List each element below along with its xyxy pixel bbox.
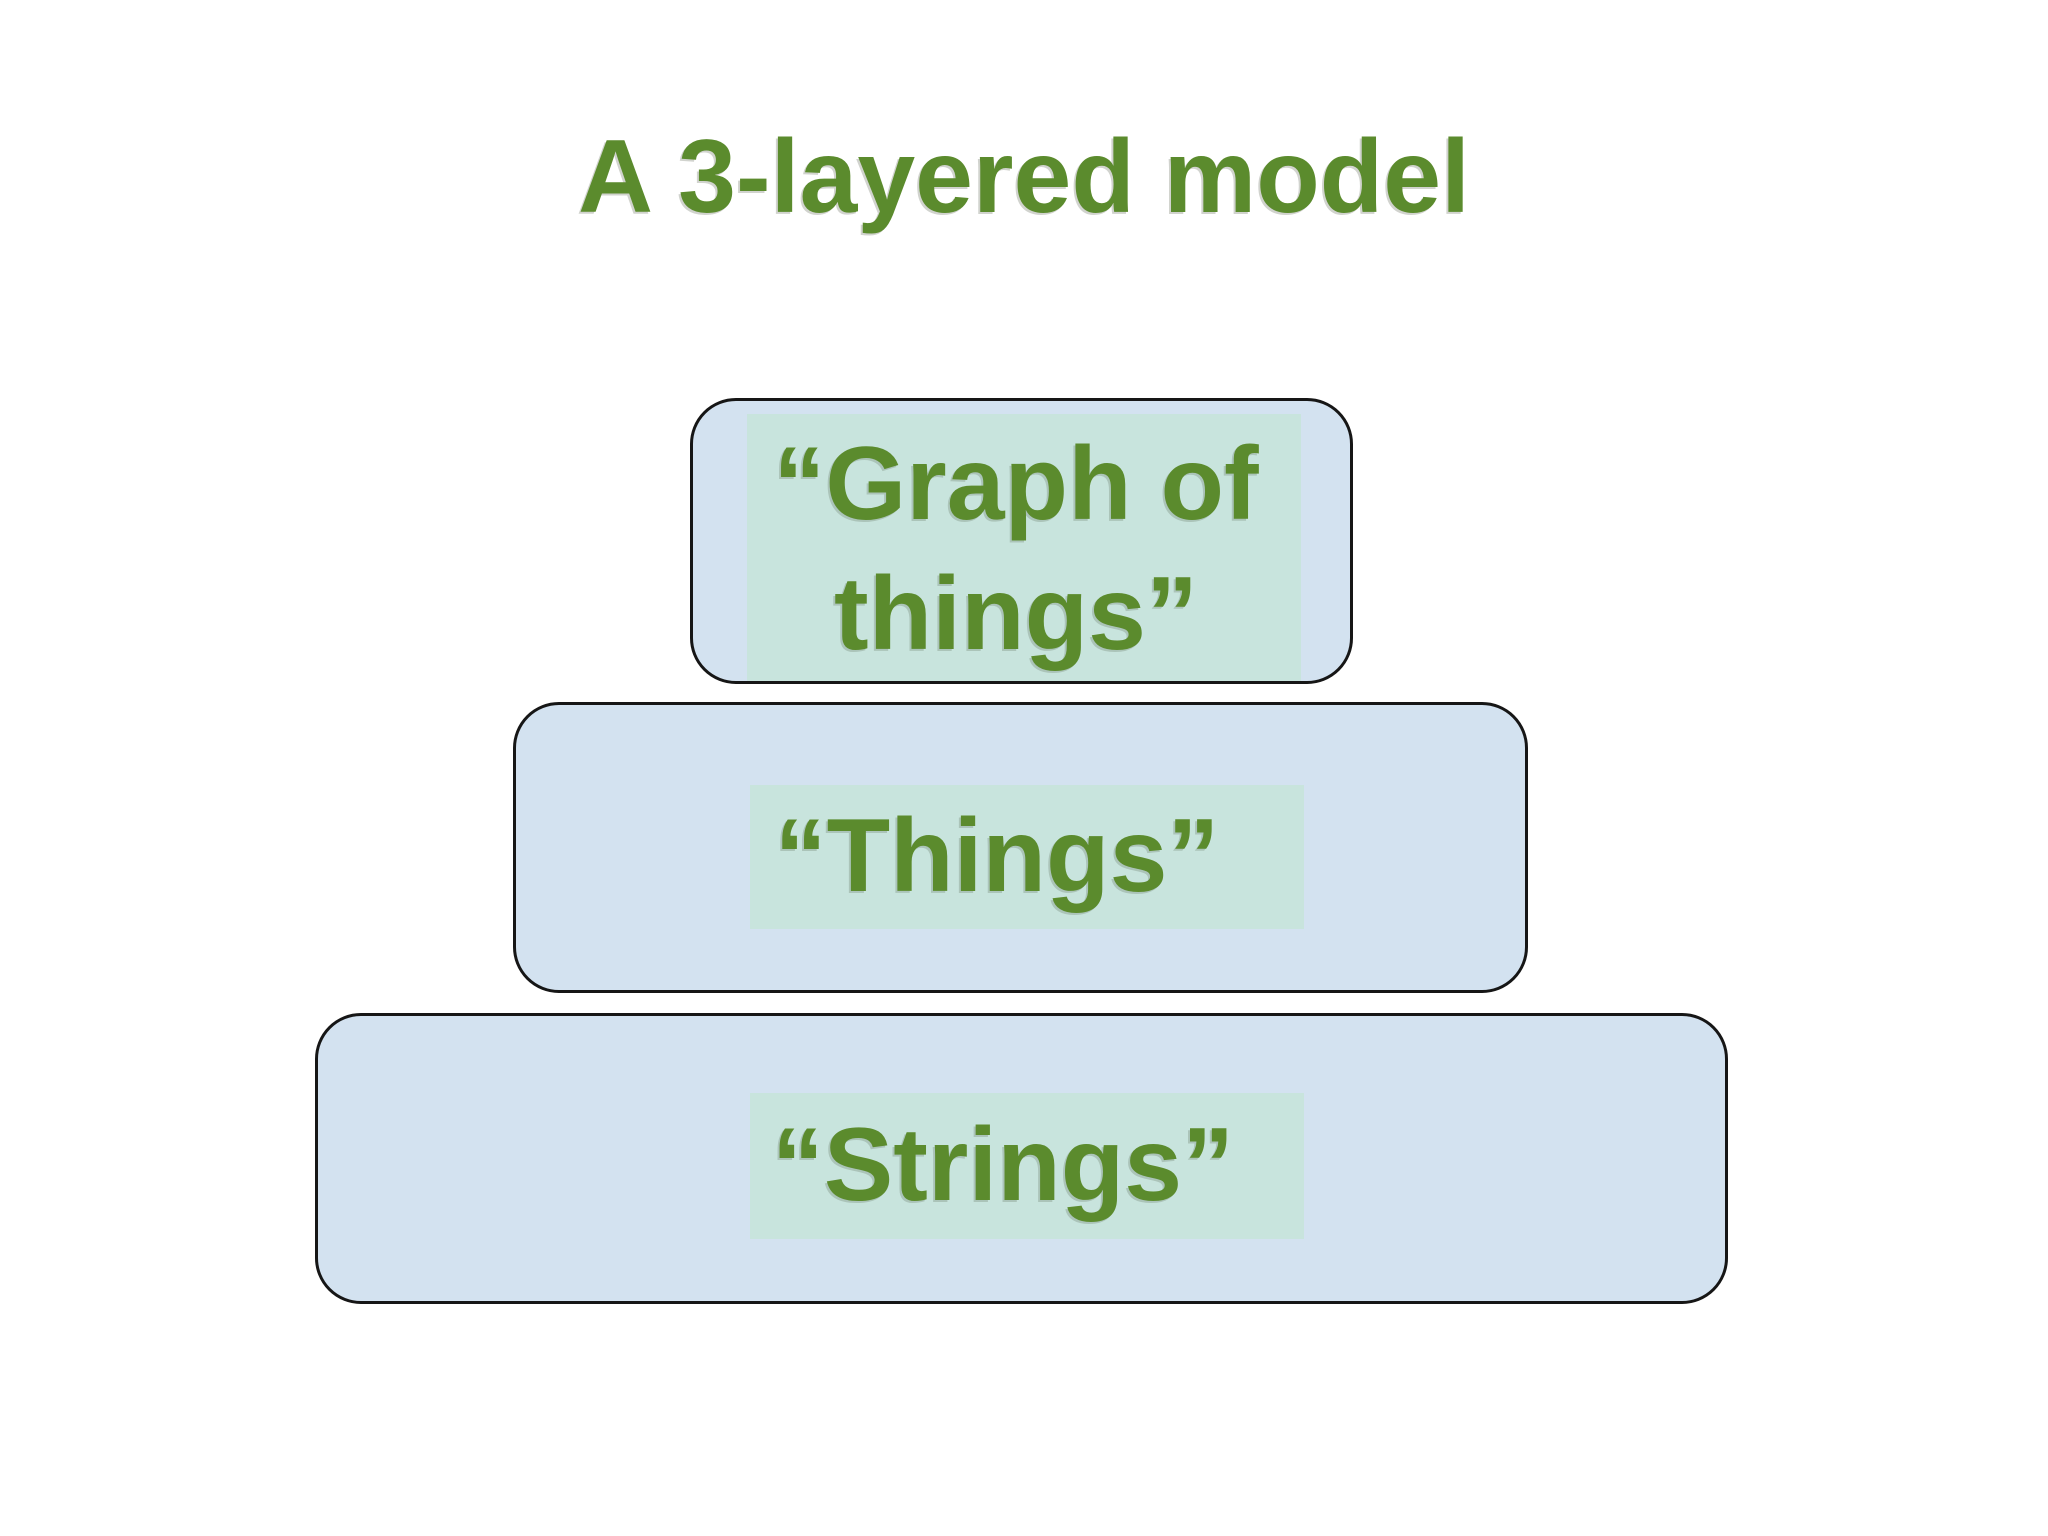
layer-label-line: things” xyxy=(834,555,1198,672)
layer-highlight-things: “Things” xyxy=(750,785,1304,929)
layer-box-things: “Things” xyxy=(513,702,1528,993)
layer-label-strings: “Strings” xyxy=(771,1107,1235,1224)
layer-label-line: “Graph of xyxy=(773,425,1259,542)
slide-title: A 3-layered model xyxy=(577,119,1471,235)
layer-highlight-graph-of-things: “Graph of things” xyxy=(747,414,1301,681)
layer-label-graph-of-things: “Graph of things” xyxy=(773,419,1258,679)
layer-box-graph-of-things: “Graph of things” xyxy=(690,398,1353,684)
layer-label-things: “Things” xyxy=(774,798,1220,915)
layer-box-strings: “Strings” xyxy=(315,1013,1728,1304)
layer-highlight-strings: “Strings” xyxy=(750,1093,1304,1239)
